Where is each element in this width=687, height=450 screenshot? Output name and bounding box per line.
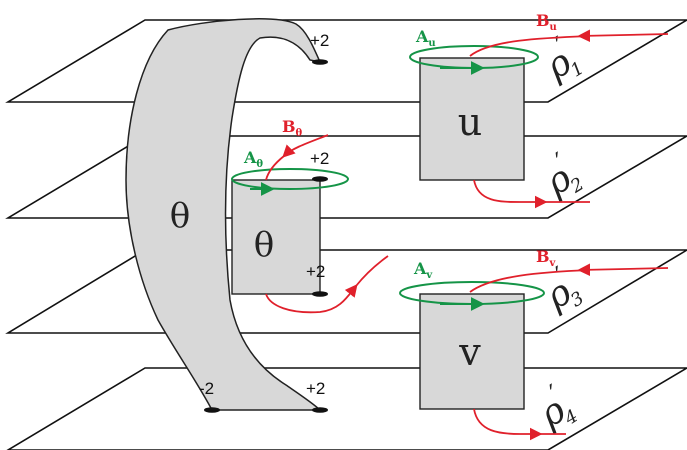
v-box-label: v: [458, 330, 481, 374]
svg-text:Av: Av: [413, 259, 433, 281]
label-B-v: Bv: [536, 247, 557, 269]
line-theta-out: [265, 284, 358, 314]
pin-mid-lower: [312, 291, 328, 297]
plane-1: [5, 19, 687, 103]
charge-mid-upper: +2: [310, 149, 329, 168]
label-B-theta: Bθ: [282, 117, 303, 139]
line-u-out: [473, 179, 548, 209]
v-box: v: [419, 293, 525, 410]
svg-text:Bu: Bu: [536, 11, 557, 33]
pin-top: [312, 59, 328, 65]
charge-bottom-left: -2: [199, 379, 214, 398]
line-B-u: [469, 35, 591, 57]
charge-mid-lower: +2: [306, 262, 325, 281]
line-B-theta-tail: [265, 155, 285, 181]
line-theta-out-tail: [355, 255, 389, 287]
label-A-v: Av: [413, 259, 433, 281]
theta-ribbon-label: θ: [170, 196, 190, 236]
loop-A-u: [409, 45, 539, 75]
u-box: u: [419, 57, 525, 181]
label-B-u: Bu: [536, 11, 557, 33]
loop-A-theta: [231, 168, 349, 196]
charge-bottom-right: +2: [306, 379, 325, 398]
svg-text:Au: Au: [415, 27, 436, 49]
plane-3: [5, 249, 687, 334]
pin-bottom-right: [312, 407, 328, 413]
line-B-u-in: [577, 29, 669, 43]
label-A-theta: Aθ: [243, 148, 263, 170]
line-B-theta: [282, 134, 329, 158]
svg-text:Bv: Bv: [536, 247, 557, 269]
theta-ribbon: θ: [125, 18, 322, 411]
label-A-u: Au: [415, 27, 436, 49]
plane-4: [6, 367, 687, 450]
svg-text:Bθ: Bθ: [282, 117, 303, 139]
theta-box-label: θ: [254, 225, 274, 265]
line-B-v: [469, 269, 591, 293]
plane-label-4: ρ ′ 4: [532, 379, 582, 436]
loop-A-v: [399, 281, 545, 311]
line-v-out: [473, 408, 543, 441]
charge-top: +2: [310, 31, 329, 50]
svg-text:Aθ: Aθ: [243, 148, 263, 170]
pin-mid-upper: [312, 176, 328, 182]
line-B-v-in: [577, 263, 669, 277]
u-box-label: u: [458, 100, 482, 144]
theta-box: θ: [231, 179, 321, 295]
pin-bottom-left: [204, 407, 220, 413]
